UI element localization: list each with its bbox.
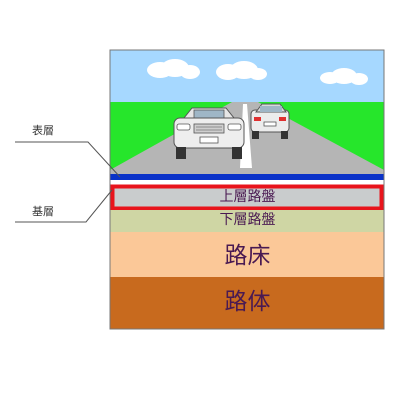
embankment-layer	[110, 277, 384, 329]
cloud-icon	[147, 59, 368, 85]
subgrade-label: 路床	[224, 243, 271, 269]
surface-leader-line	[15, 141, 121, 178]
upper-base-label: 上層路盤	[219, 189, 276, 205]
lower-base-layer	[110, 210, 384, 232]
highlight-box	[110, 184, 384, 211]
diagram-frame	[109, 49, 385, 330]
lower-base-label: 下層路盤	[219, 212, 276, 228]
surface-layer	[110, 174, 384, 180]
surface-layer-label: 表層	[32, 124, 54, 137]
car-icon	[173, 107, 245, 159]
upper-base-layer	[111, 185, 383, 210]
base-layer-label: 基層	[32, 205, 54, 218]
subgrade-layer	[110, 232, 384, 277]
embankment-label: 路体	[224, 289, 271, 315]
base-leader-line	[15, 189, 113, 223]
car-icon	[250, 103, 290, 139]
